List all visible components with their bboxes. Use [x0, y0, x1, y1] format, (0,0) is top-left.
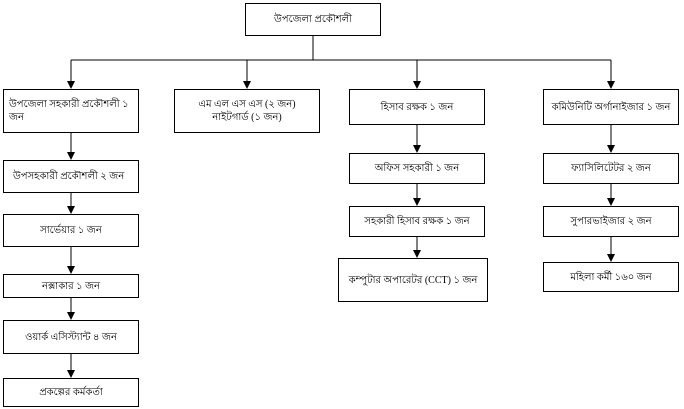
branch-2-head-box: এম এল এস এস (২ জন) নাইটগার্ড (১ জন) [174, 89, 320, 133]
branch-4-child-2-box: সুপারভাইজার ২ জন [543, 206, 679, 237]
branch-1-child-3-box: নক্সাকার ১ জন [3, 274, 139, 298]
branch-1-child-4-label: ওয়ার্ক এসিস্ট্যান্ট ৪ জন [25, 331, 117, 343]
branch-3-child-2-label: সহকারী হিসাব রক্ষক ১ জন [364, 216, 470, 227]
branch-1-child-4-box: ওয়ার্ক এসিস্ট্যান্ট ৪ জন [3, 320, 139, 354]
branch-2-head-label: এম এল এস এস (২ জন) নাইটগার্ড (১ জন) [198, 99, 296, 123]
branch-4-head-label: কমিউনিটি অর্গানাইজার ১ জন [551, 101, 671, 113]
branch-3-child-1-box: অফিস সহকারী ১ জন [349, 153, 485, 184]
branch-1-child-1-label: উপসহকারী প্রকৌশলী ২ জন [13, 171, 125, 182]
branch-3-head-label: হিসাব রক্ষক ১ জন [380, 101, 454, 113]
branch-4-child-1-box: ফ্যাসিলিটেটর ২ জন [543, 153, 679, 184]
branch-4-child-2-label: সুপারভাইজার ২ জন [570, 216, 652, 227]
branch-3-head-box: হিসাব রক্ষক ১ জন [349, 89, 485, 125]
branch-1-child-1-box: উপসহকারী প্রকৌশলী ২ জন [3, 160, 139, 193]
branch-4-head-box: কমিউনিটি অর্গানাইজার ১ জন [543, 89, 679, 125]
branch-1-child-2-label: সার্ভেয়ার ১ জন [40, 225, 102, 236]
branch-4-child-3-label: মহিলা কর্মী ১৬০ জন [570, 271, 652, 283]
branch-4-child-1-label: ফ্যাসিলিটেটর ২ জন [571, 163, 651, 174]
branch-1-child-3-label: নক্সাকার ১ জন [41, 280, 101, 292]
branch-1-head-label: উপজেলা সহকারী প্রকৌশলী ১ জন [9, 99, 129, 123]
branch-1-child-5-box: প্রকল্পের কর্মকর্তা [3, 378, 139, 407]
branch-4-child-3-box: মহিলা কর্মী ১৬০ জন [543, 262, 679, 292]
root-label: উপজেলা প্রকৌশলী [274, 14, 352, 25]
root-box-upazila-engineer: উপজেলা প্রকৌশলী [245, 3, 381, 36]
branch-1-head-box: উপজেলা সহকারী প্রকৌশলী ১ জন [3, 89, 139, 133]
branch-3-child-2-box: সহকারী হিসাব রক্ষক ১ জন [349, 206, 485, 237]
branch-3-child-3-label: কম্পুটার অপারেটর (CCT) ১ জন [348, 274, 478, 286]
branch-1-child-2-box: সার্ভেয়ার ১ জন [3, 214, 139, 247]
branch-1-child-5-label: প্রকল্পের কর্মকর্তা [39, 387, 103, 398]
branch-3-child-1-label: অফিস সহকারী ১ জন [374, 163, 460, 174]
branch-3-child-3-box: কম্পুটার অপারেটর (CCT) ১ জন [338, 258, 488, 302]
